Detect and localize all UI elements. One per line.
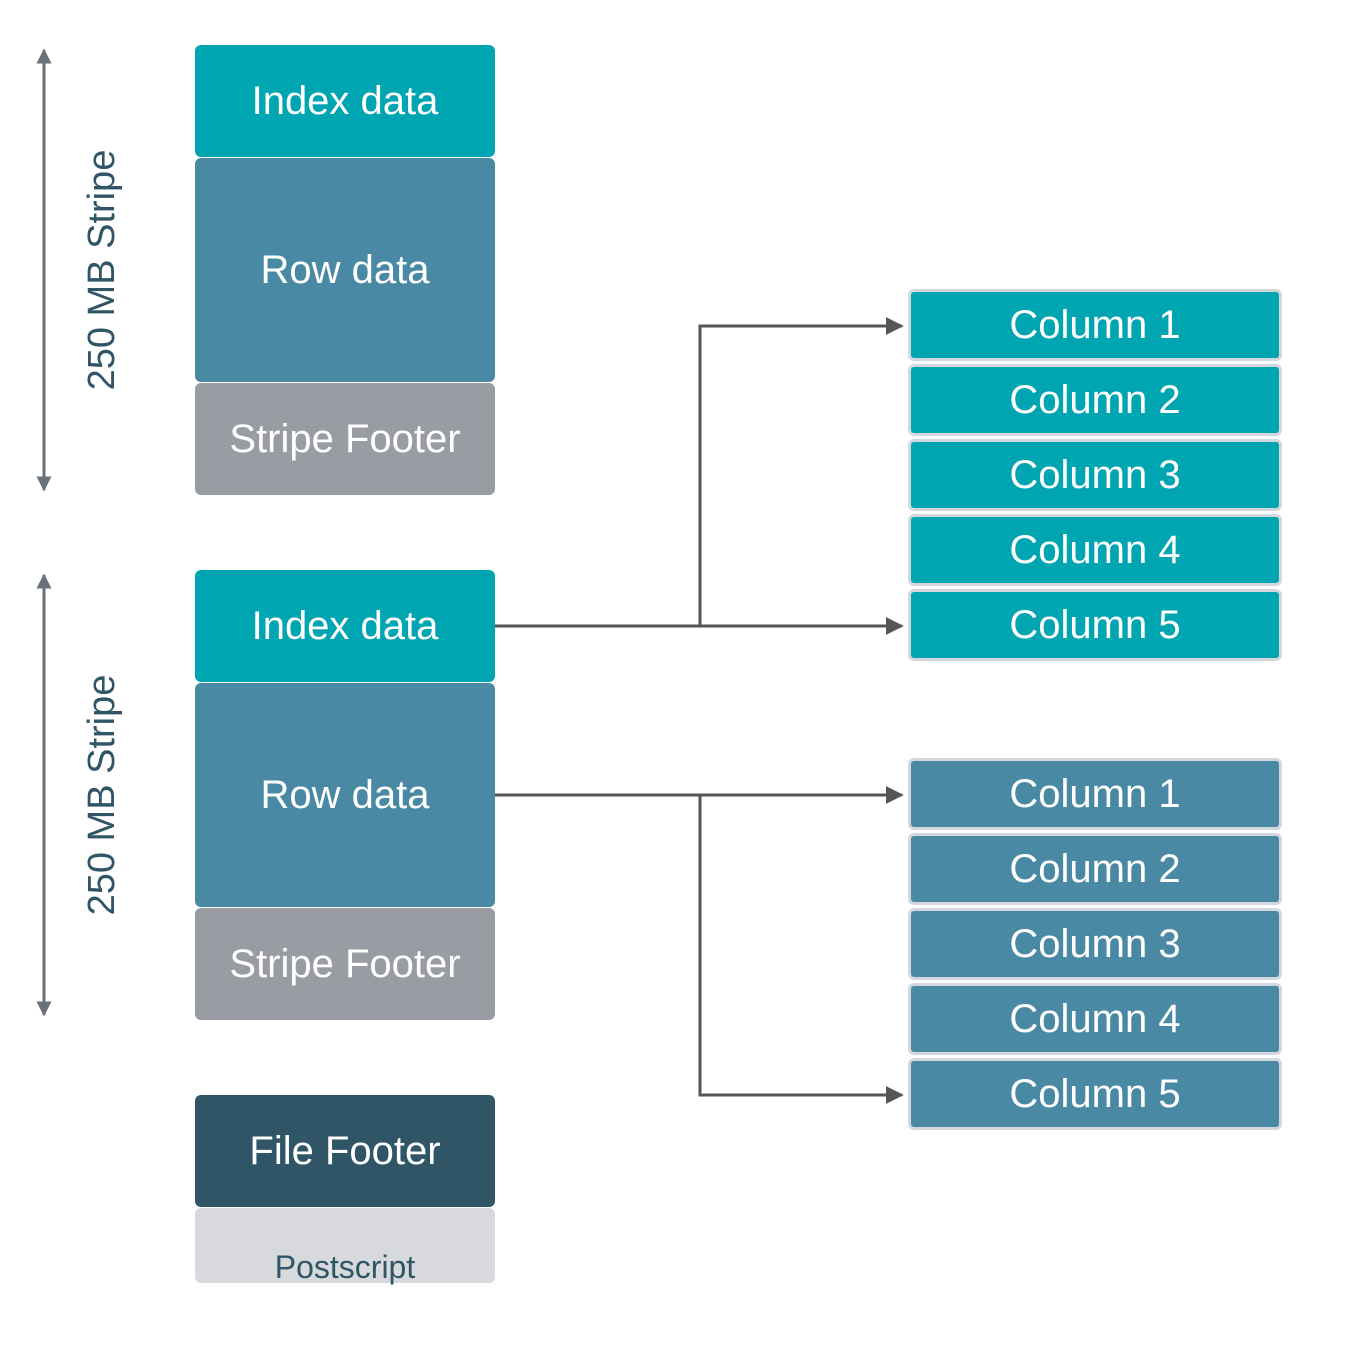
file-footer: File Footer bbox=[195, 1095, 495, 1207]
stripe-2-footer: Stripe Footer bbox=[195, 908, 495, 1020]
index-column-5: Column 5 bbox=[908, 589, 1282, 661]
postscript: Postscript bbox=[195, 1208, 495, 1285]
row-column-5: Column 5 bbox=[908, 1058, 1282, 1130]
stripe-1-row-data: Row data bbox=[195, 158, 495, 382]
index-column-1: Column 1 bbox=[908, 289, 1282, 361]
row-to-column-5-arrow bbox=[698, 795, 904, 1104]
stripe-2: Index data Row data Stripe Footer bbox=[195, 570, 495, 1020]
index-column-4: Column 4 bbox=[908, 514, 1282, 586]
row-column-3: Column 3 bbox=[908, 908, 1282, 980]
file-tail: File Footer Postscript bbox=[195, 1095, 495, 1285]
index-to-column-1-arrow bbox=[698, 317, 904, 626]
stripe-2-index-data: Index data bbox=[195, 570, 495, 682]
stripe-1-size-label: 250 MB Stripe bbox=[80, 149, 123, 391]
stripe-1: Index data Row data Stripe Footer bbox=[195, 45, 495, 495]
stripe-1-index-data: Index data bbox=[195, 45, 495, 157]
index-column-3: Column 3 bbox=[908, 439, 1282, 511]
row-column-1: Column 1 bbox=[908, 758, 1282, 830]
stripe-1-footer: Stripe Footer bbox=[195, 383, 495, 495]
stripe-2-row-data: Row data bbox=[195, 683, 495, 907]
row-column-2: Column 2 bbox=[908, 833, 1282, 905]
row-column-4: Column 4 bbox=[908, 983, 1282, 1055]
stripe-2-size-label: 250 MB Stripe bbox=[80, 674, 123, 916]
index-column-2: Column 2 bbox=[908, 364, 1282, 436]
